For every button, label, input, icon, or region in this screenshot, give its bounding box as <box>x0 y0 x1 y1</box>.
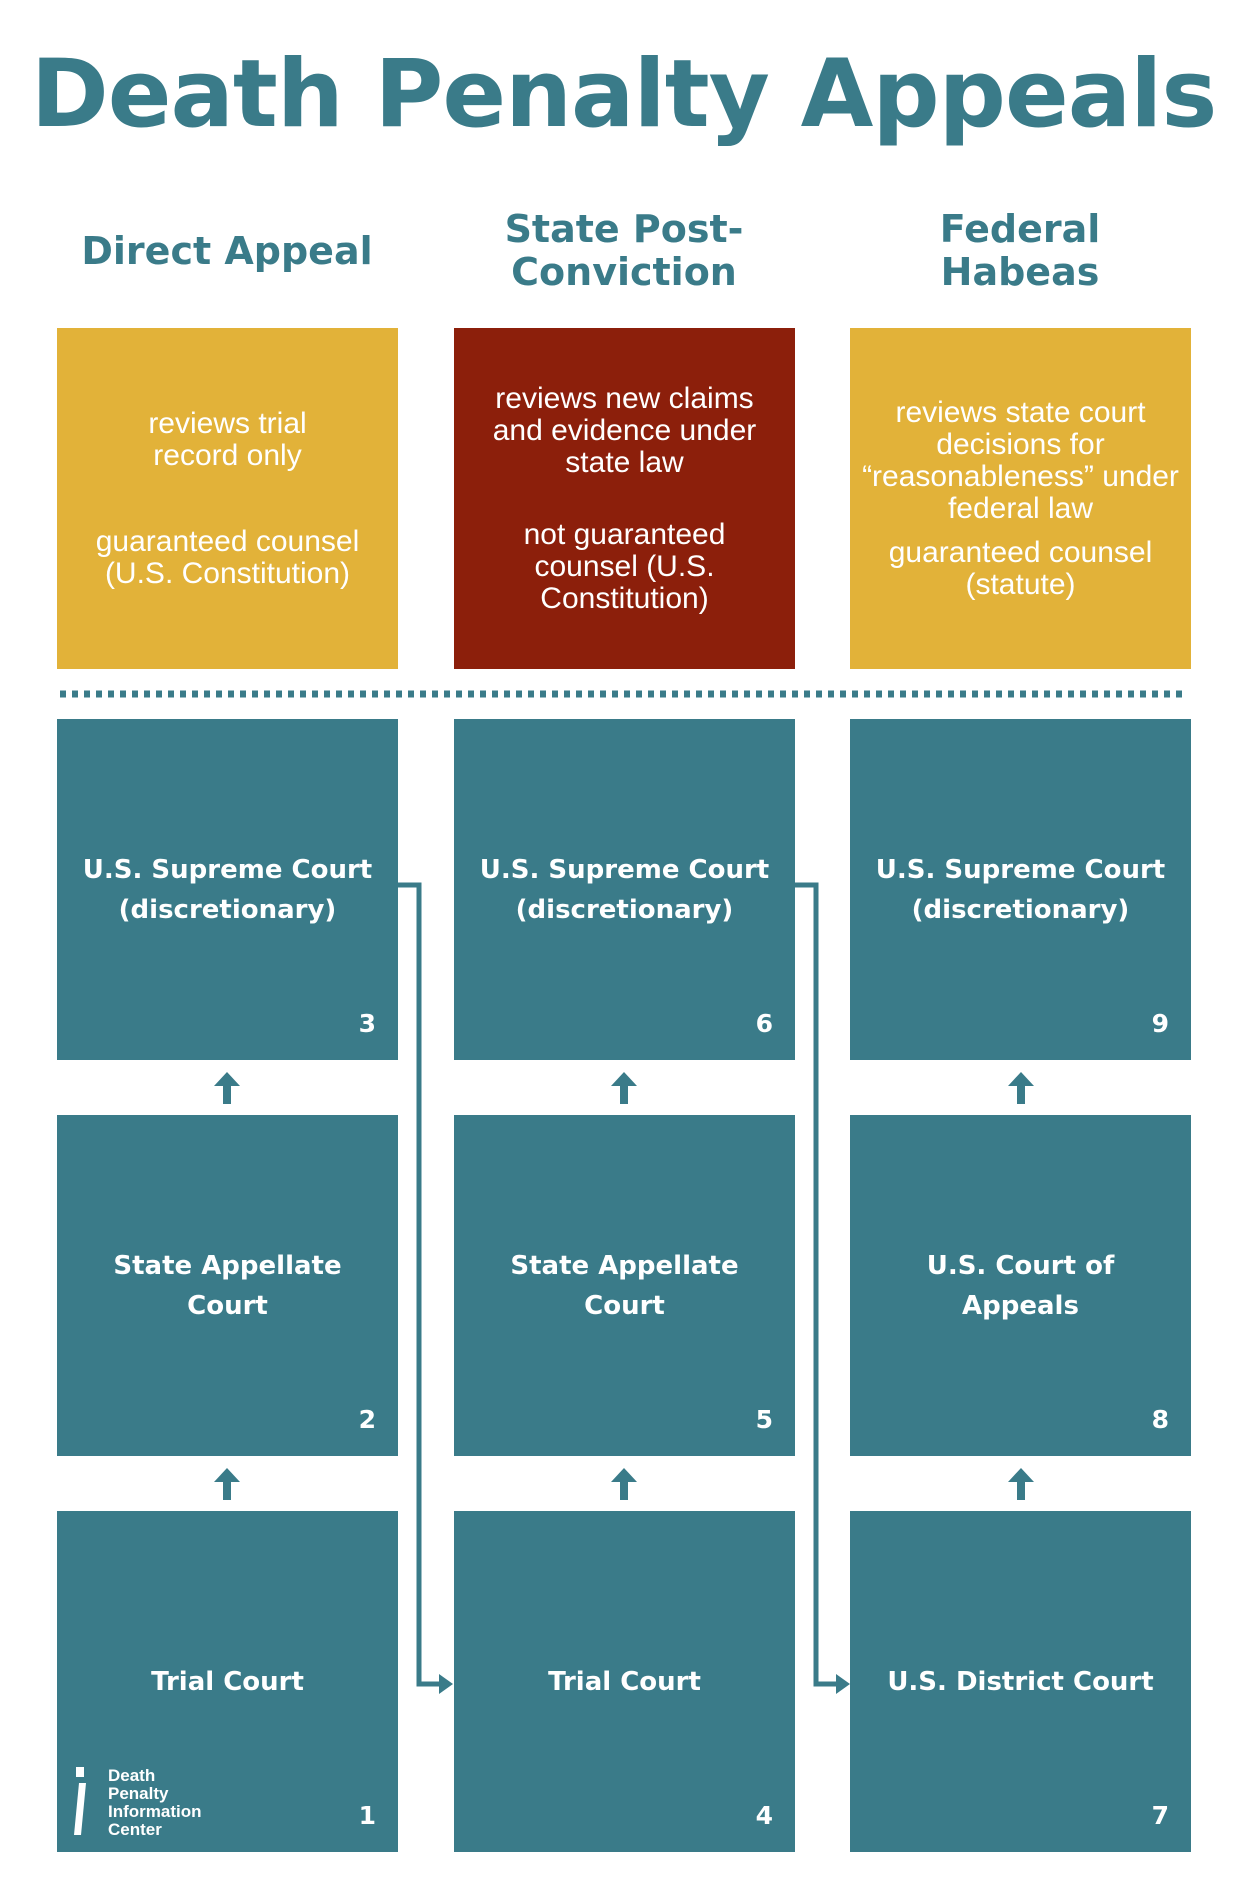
court-box-4: Trial Court 4 <box>454 1511 795 1852</box>
connector-arrowhead-7 <box>836 1674 850 1694</box>
court-number: 5 <box>755 1405 773 1434</box>
connector-arrow-3-to-4 <box>398 882 440 1687</box>
state-post-conviction-review-scope: reviews new claims and evidence under st… <box>492 381 757 479</box>
column-heading-direct-appeal: Direct Appeal <box>81 229 373 273</box>
dpic-logo-icon <box>74 1767 86 1835</box>
connector-arrow-6-to-7 <box>795 882 837 1687</box>
up-arrow-icon <box>1008 1468 1034 1500</box>
court-box-1: Trial Court 1 Death Penalty Information … <box>57 1511 398 1852</box>
dpic-logo: Death Penalty Information Center <box>72 1767 232 1839</box>
state-post-conviction-description: reviews new claims and evidence under st… <box>454 328 795 669</box>
court-number: 8 <box>1151 1405 1169 1434</box>
court-number: 9 <box>1151 1009 1169 1038</box>
dotted-divider <box>60 690 1188 698</box>
court-name: Trial Court <box>548 1666 701 1697</box>
court-name: State Appellate Court <box>113 1250 342 1321</box>
federal-habeas-review-scope: reviews state court decisions for “reaso… <box>862 395 1179 525</box>
direct-appeal-counsel: guaranteed counsel (U.S. Constitution) <box>95 524 360 590</box>
court-number: 4 <box>755 1801 773 1830</box>
up-arrow-icon <box>214 1072 240 1104</box>
dpic-logo-text: Death Penalty Information Center <box>108 1766 202 1839</box>
court-name: U.S. Supreme Court (discretionary) <box>479 854 770 925</box>
court-name: U.S. Supreme Court (discretionary) <box>875 854 1166 925</box>
court-box-9: U.S. Supreme Court (discretionary) 9 <box>850 719 1191 1060</box>
court-name: U.S. District Court <box>887 1666 1154 1697</box>
court-box-7: U.S. District Court 7 <box>850 1511 1191 1852</box>
court-box-6: U.S. Supreme Court (discretionary) 6 <box>454 719 795 1060</box>
court-box-2: State Appellate Court 2 <box>57 1115 398 1456</box>
court-number: 1 <box>358 1801 376 1830</box>
direct-appeal-description: reviews trial record only guaranteed cou… <box>57 328 398 669</box>
court-number: 3 <box>358 1009 376 1038</box>
federal-habeas-counsel: guaranteed counsel (statute) <box>888 535 1153 601</box>
court-number: 7 <box>1151 1801 1169 1830</box>
up-arrow-icon <box>214 1468 240 1500</box>
court-box-5: State Appellate Court 5 <box>454 1115 795 1456</box>
connector-arrowhead-4 <box>439 1674 453 1694</box>
court-name: State Appellate Court <box>510 1250 739 1321</box>
up-arrow-icon <box>1008 1072 1034 1104</box>
court-number: 2 <box>358 1405 376 1434</box>
court-number: 6 <box>755 1009 773 1038</box>
page-title: Death Penalty Appeals <box>30 40 1218 149</box>
column-heading-federal-habeas: Federal Habeas <box>939 207 1101 294</box>
court-name: U.S. Court of Appeals <box>926 1250 1115 1321</box>
direct-appeal-review-scope: reviews trial record only <box>148 406 307 472</box>
state-post-conviction-counsel: not guaranteed counsel (U.S. Constitutio… <box>523 517 726 615</box>
court-box-8: U.S. Court of Appeals 8 <box>850 1115 1191 1456</box>
court-box-3: U.S. Supreme Court (discretionary) 3 <box>57 719 398 1060</box>
up-arrow-icon <box>611 1468 637 1500</box>
court-name: U.S. Supreme Court (discretionary) <box>82 854 373 925</box>
federal-habeas-description: reviews state court decisions for “reaso… <box>850 328 1191 669</box>
court-name: Trial Court <box>151 1666 304 1697</box>
column-heading-state-post-conviction: State Post- Conviction <box>504 207 744 294</box>
up-arrow-icon <box>611 1072 637 1104</box>
